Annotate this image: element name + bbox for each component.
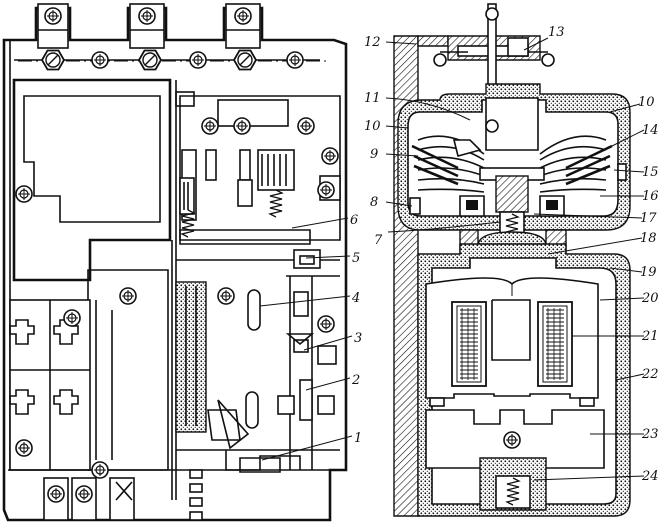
label-17: 17 [640,211,657,226]
top-cap-assembly [433,3,555,99]
label-1: 1 [354,431,362,446]
label-24: 24 [641,469,659,484]
label-11: 11 [364,91,381,106]
label-9: 9 [370,147,378,162]
right-callout-lines [385,37,645,481]
label-23: 23 [641,427,659,442]
label-18: 18 [640,231,657,246]
right-view-section: 12 11 10 9 8 7 13 10 14 15 16 17 18 19 2… [364,3,659,517]
label-6: 6 [350,213,358,228]
label-22: 22 [641,367,659,382]
label-7: 7 [374,233,383,248]
label-2: 2 [351,373,360,388]
label-19: 19 [640,265,657,280]
label-5: 5 [352,251,360,266]
label-3: 3 [354,331,362,346]
bottom-terminals [8,461,330,521]
arc-chamber [397,83,631,231]
armature-mechanism [175,275,340,521]
label-14: 14 [642,123,659,138]
label-21: 21 [641,329,659,344]
label-12: 12 [364,35,381,50]
top-terminals [37,3,261,49]
label-15: 15 [642,165,659,180]
label-20: 20 [641,291,659,306]
label-16: 16 [642,189,659,204]
label-4: 4 [351,291,360,306]
left-view-contactor: 6 5 4 3 2 1 [2,3,362,522]
label-10-left: 10 [364,119,381,134]
label-10-right: 10 [638,95,655,110]
main-contact-mechanism [176,95,341,269]
electromagnet-housing [417,243,631,517]
label-13: 13 [548,25,565,40]
left-callout-lines [259,217,353,461]
auxiliary-contact-block [9,299,91,471]
label-8: 8 [370,195,378,210]
